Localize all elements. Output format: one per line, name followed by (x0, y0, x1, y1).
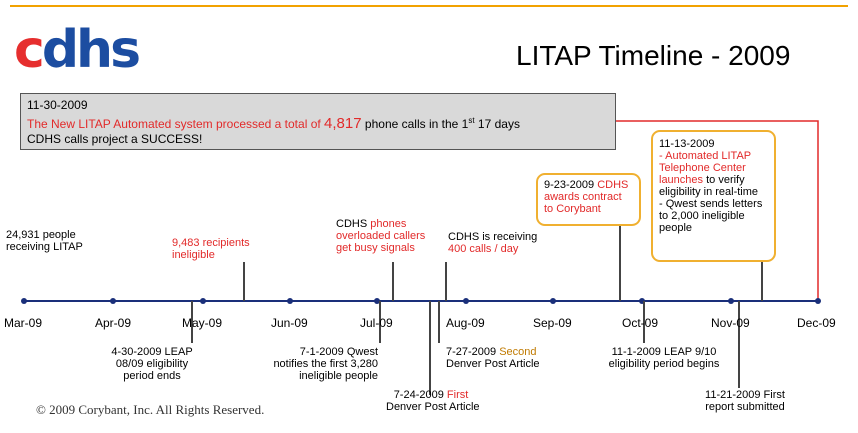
month-dot (550, 298, 556, 304)
summary-line1-b: phone calls in the 1 (361, 117, 469, 131)
summary-connector (616, 120, 819, 300)
month-label: Apr-09 (95, 316, 132, 330)
summary-line1-c: 17 days (474, 117, 520, 131)
event-first-article: 7-24-2009 First Denver Post Article (386, 389, 480, 413)
event-report-submitted: 11-21-2009 First report submitted (705, 389, 785, 413)
month-dot (110, 298, 116, 304)
month-dot (21, 298, 27, 304)
logo-letters-dhs: dhs (41, 20, 141, 80)
month-label: May-09 (182, 316, 223, 330)
month-dot (463, 298, 469, 304)
month-dot (728, 298, 734, 304)
summary-line1-a: The New LITAP Automated system processed… (27, 117, 325, 131)
header-rule (10, 5, 848, 7)
event-second-article: 7-27-2009 Second Denver Post Article (446, 346, 540, 370)
summary-date: 11-30-2009 (27, 98, 88, 112)
event-qwest-notifies: 7-1-2009 Qwest notifies the first 3,280 … (273, 346, 378, 382)
page-title: LITAP Timeline - 2009 (516, 40, 791, 71)
month-dot (374, 298, 380, 304)
month-label: Sep-09 (533, 316, 572, 330)
summary-line1-sup: st (468, 116, 475, 125)
summary-line1: The New LITAP Automated system processed… (27, 113, 609, 132)
summary-call-count: 4,817 (324, 115, 362, 132)
summary-line2: CDHS calls project a SUCCESS! (27, 132, 203, 146)
month-dot (815, 298, 821, 304)
logo-letter-c: c (14, 20, 45, 80)
month-label: Mar-09 (4, 316, 43, 330)
callout-corybant-contract: 9-23-2009 CDHS awards contract to Coryba… (536, 173, 641, 226)
cdhs-logo: cdhs (14, 20, 141, 80)
event-receiving-calls: CDHS is receiving 400 calls / day (448, 231, 538, 255)
event-leap-ends: 4-30-2009 LEAP 08/09 eligibility period … (111, 346, 193, 382)
callout-automated-launch: 11-13-2009 - Automated LITAP Telephone C… (651, 130, 776, 262)
event-phones-overloaded: CDHS phones overloaded callers get busy … (336, 218, 426, 254)
month-label: Dec-09 (797, 316, 836, 330)
month-label: Aug-09 (446, 316, 485, 330)
month-dot (200, 298, 206, 304)
month-label: Nov-09 (711, 316, 750, 330)
month-label: Oct-09 (622, 316, 659, 330)
event-ineligible: 9,483 recipients ineligible (172, 237, 250, 261)
summary-box: 11-30-2009 The New LITAP Automated syste… (20, 93, 616, 150)
event-leap910-begins: 11-1-2009 LEAP 9/10 eligibility period b… (608, 346, 720, 370)
month-dot (287, 298, 293, 304)
month-label: Jul-09 (360, 316, 393, 330)
copyright-notice: © 2009 Corybant, Inc. All Rights Reserve… (36, 402, 265, 417)
month-label: Jun-09 (271, 316, 308, 330)
event-litap-people: 24,931 people receiving LITAP (6, 229, 83, 253)
